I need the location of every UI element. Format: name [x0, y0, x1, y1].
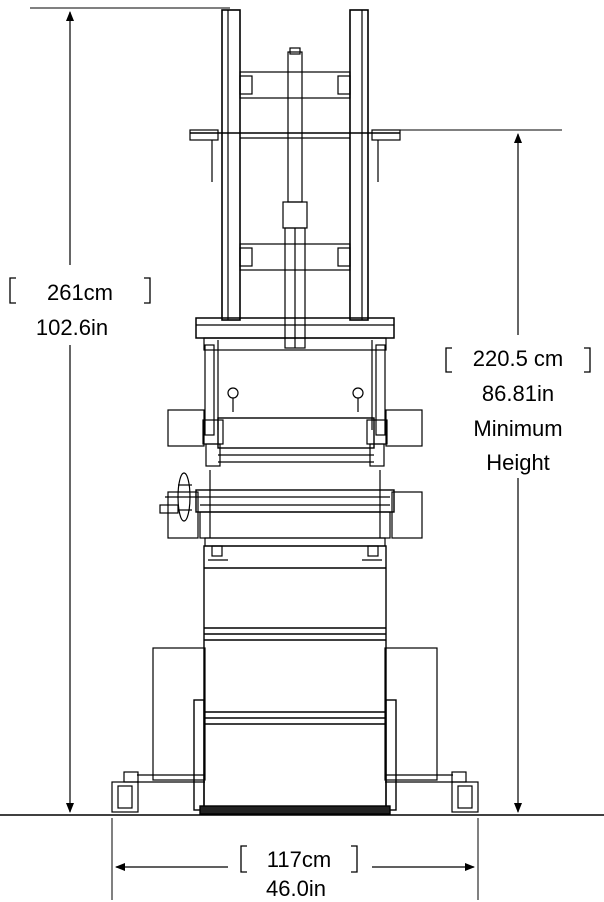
hand-wheel	[159, 472, 200, 522]
side-block-right-upper	[385, 409, 423, 447]
caster-left	[111, 771, 139, 813]
min-height-imperial: 86.81in	[482, 381, 554, 406]
width-imperial: 46.0in	[266, 876, 326, 901]
center-cylinder-body	[282, 201, 308, 229]
caster-right	[451, 771, 479, 813]
min-height-metric: 220.5 cm	[473, 346, 564, 371]
dimension-lines	[66, 11, 522, 871]
min-height-bracket-open	[445, 347, 452, 373]
min-height-label-line2: Height	[486, 450, 550, 475]
min-height-label-line1: Minimum	[473, 416, 562, 441]
base-frame-right	[384, 647, 438, 781]
mast-left-upright	[221, 9, 241, 321]
drum	[193, 545, 397, 815]
min-height-bracket-close	[584, 347, 591, 373]
overall-height-metric: 261cm	[47, 280, 113, 305]
clamp-crossbar	[217, 417, 375, 449]
side-block-left-upper	[167, 409, 205, 447]
mast-crossbar-upper	[239, 71, 351, 99]
mast-right-upright	[349, 9, 369, 321]
overall-height-imperial: 102.6in	[36, 315, 108, 340]
dimension-brackets	[9, 277, 358, 873]
width-metric: 117cm	[267, 847, 331, 872]
base-frame-left	[152, 647, 206, 781]
clamp-jaw-assembly	[195, 489, 395, 513]
machine-outline	[0, 7, 604, 900]
center-cylinder-rod	[287, 51, 303, 203]
